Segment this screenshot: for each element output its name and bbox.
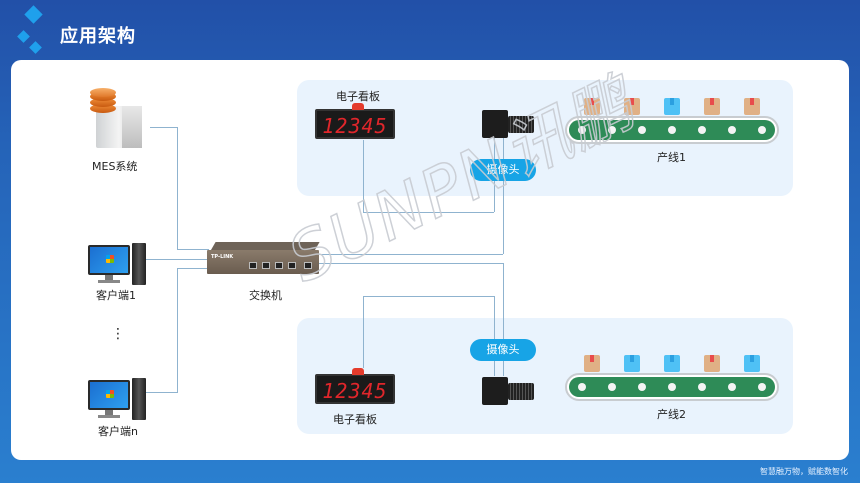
footer-slogan: 智慧融万物，赋能数智化 xyxy=(760,467,848,476)
package-box-icon xyxy=(664,98,680,115)
package-box-icon xyxy=(664,355,680,372)
board-2-value: 12345 xyxy=(322,379,388,403)
mes-label: MES系统 xyxy=(92,160,138,173)
package-box-icon xyxy=(624,98,640,115)
package-box-icon xyxy=(584,98,600,115)
more-clients-ellipsis: ⋮ xyxy=(111,326,125,342)
client-n-label: 客户端n xyxy=(98,425,138,438)
conveyor-belt-2 xyxy=(565,373,779,401)
board-2-label: 电子看板 xyxy=(333,413,377,426)
client-n-pc-icon xyxy=(88,378,148,422)
board-1-label: 电子看板 xyxy=(336,90,380,103)
led-board-1: 12345 xyxy=(315,103,395,139)
package-box-icon xyxy=(704,355,720,372)
package-box-icon xyxy=(624,355,640,372)
package-box-icon xyxy=(744,355,760,372)
client-1-label: 客户端1 xyxy=(96,289,136,302)
mes-server-icon xyxy=(88,88,150,150)
camera-1-icon xyxy=(482,110,534,138)
page-title: 应用架构 xyxy=(60,26,136,47)
network-switch-icon: TP-LINK xyxy=(207,242,320,276)
client-1-pc-icon xyxy=(88,243,148,287)
conveyor-belt-1 xyxy=(565,116,779,144)
led-board-2: 12345 xyxy=(315,368,395,404)
package-box-icon xyxy=(584,355,600,372)
camera-1-label: 摄像头 xyxy=(470,159,536,181)
production-line-1-label: 产线1 xyxy=(657,151,686,164)
switch-label: 交换机 xyxy=(249,289,282,302)
board-1-value: 12345 xyxy=(322,114,388,138)
camera-2-icon xyxy=(482,377,534,405)
package-box-icon xyxy=(704,98,720,115)
camera-2-label: 摄像头 xyxy=(470,339,536,361)
switch-brand: TP-LINK xyxy=(211,254,234,260)
production-line-2-label: 产线2 xyxy=(657,408,686,421)
brand-logo-icon xyxy=(17,4,54,54)
package-box-icon xyxy=(744,98,760,115)
